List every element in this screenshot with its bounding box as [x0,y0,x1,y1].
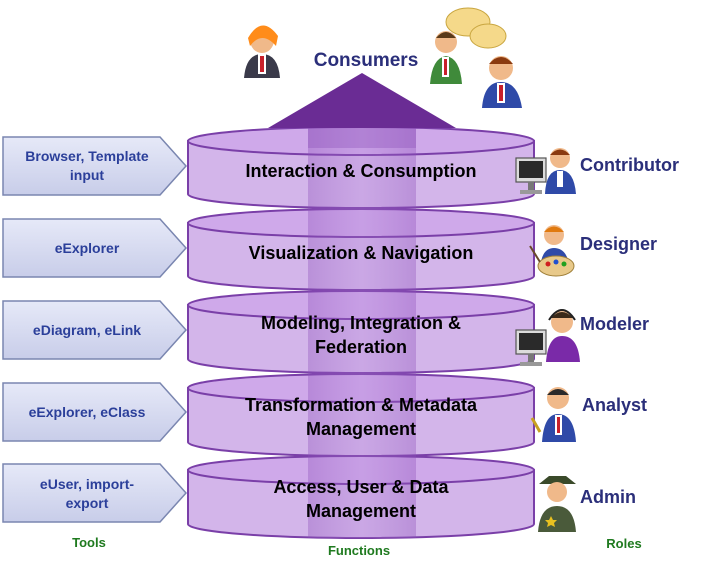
layer-5-line-1: Access, User & Data [273,477,449,497]
layer-label-3: Modeling, Integration & Federation [261,313,461,357]
tool-5-line-2: export [66,495,109,511]
role-label-admin: Admin [580,487,636,507]
functions-arrow [268,73,456,538]
layer-label-5: Access, User & Data Management [273,477,449,521]
contributor-at-computer-icon [515,148,576,194]
tool-box-5: eUser, import- export [2,463,188,523]
footer-tools: Tools [72,535,106,550]
tool-4-line-1: eExplorer, eClass [29,404,146,420]
tool-box-3: eDiagram, eLink [2,300,188,360]
layer-4-line-1: Transformation & Metadata [245,395,478,415]
tool-1-line-2: input [70,167,105,183]
admin-officer-icon [538,476,576,532]
consumers-label: Consumers [314,50,419,71]
tool-box-2: eExplorer [2,218,188,278]
tool-3-line-1: eDiagram, eLink [33,322,141,338]
tool-box-4: eExplorer, eClass [2,382,188,442]
analyst-with-pen-icon [530,387,576,442]
tool-5-line-1: eUser, import- [40,476,134,492]
consumer-person-icon [244,25,280,78]
role-label-modeler: Modeler [580,314,649,334]
tool-box-1: Browser, Template input [2,136,188,196]
modeler-with-headset-icon [515,309,580,366]
layer-2-line-1: Visualization & Navigation [249,243,474,263]
role-label-designer: Designer [580,234,657,254]
layer-3-line-2: Federation [315,337,407,357]
footer-functions: Functions [328,543,390,558]
tool-1-line-1: Browser, Template [25,148,149,164]
layer-1-line-1: Interaction & Consumption [246,161,477,181]
footer-roles: Roles [606,536,641,551]
layer-label-1: Interaction & Consumption [246,161,477,181]
layer-5-line-2: Management [306,501,416,521]
tool-2-line-1: eExplorer [55,240,120,256]
role-label-contributor: Contributor [580,155,679,175]
designer-with-palette-icon [529,225,575,277]
layer-4-line-2: Management [306,419,416,439]
consumers-group-icon [430,7,522,108]
layer-3-line-1: Modeling, Integration & [261,313,461,333]
layer-label-2: Visualization & Navigation [249,243,474,263]
layer-label-4: Transformation & Metadata Management [245,395,478,439]
role-label-analyst: Analyst [582,395,647,415]
